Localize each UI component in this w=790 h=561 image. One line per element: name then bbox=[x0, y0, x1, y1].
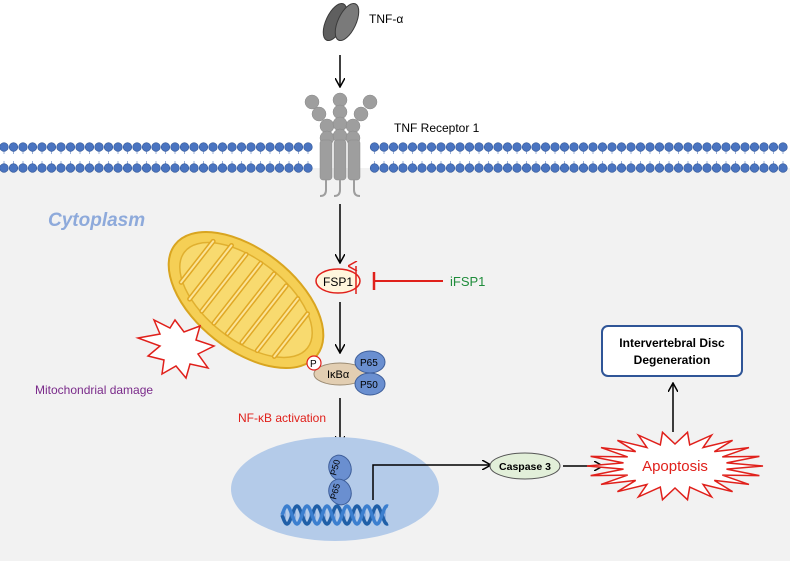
ivdd-label-line2: Degeneration bbox=[634, 353, 711, 367]
mito-damage-label: Mitochondrial damage bbox=[35, 383, 153, 397]
ikba-nfkb-complex bbox=[306, 350, 386, 396]
p50-label-nucleus: P50 bbox=[328, 458, 342, 476]
fsp1-label: FSP1 bbox=[323, 275, 353, 289]
tnf-alpha-ligand-icon bbox=[322, 2, 360, 42]
mitochondrion-icon bbox=[167, 231, 325, 369]
arrow-dna-to-caspase3 bbox=[372, 465, 490, 500]
tnf-receptor-label: TNF Receptor 1 bbox=[394, 121, 480, 135]
receptor-tails bbox=[319, 180, 361, 197]
dna-helix-icon bbox=[280, 504, 389, 526]
tnf-receptor-icon bbox=[304, 92, 378, 181]
p50-label-cytoplasm: P50 bbox=[360, 380, 378, 391]
nfkb-activation-label: NF-κB activation bbox=[238, 411, 326, 425]
fsp1-node bbox=[315, 268, 361, 294]
phospho-label: P bbox=[310, 359, 317, 370]
p65-label-cytoplasm: P65 bbox=[360, 358, 378, 369]
damage-burst-icon bbox=[135, 318, 216, 380]
apoptosis-label: Apoptosis bbox=[642, 458, 708, 475]
ivdd-box bbox=[601, 325, 743, 377]
apoptosis-burst-icon bbox=[586, 430, 764, 502]
ikba-label: IκBα bbox=[327, 369, 350, 381]
cell-membrane bbox=[0, 142, 788, 173]
cytoplasm-label: Cytoplasm bbox=[48, 210, 145, 231]
p65-label-nucleus: P65 bbox=[328, 482, 342, 500]
ivdd-label-line1: Intervertebral Disc bbox=[619, 336, 725, 350]
caspase3-node bbox=[489, 452, 561, 480]
tnf-alpha-label: TNF-α bbox=[369, 12, 403, 26]
caspase3-label: Caspase 3 bbox=[499, 461, 551, 473]
nuclear-nfkb-dimer bbox=[328, 454, 352, 506]
ifsp1-label: iFSP1 bbox=[450, 274, 485, 289]
